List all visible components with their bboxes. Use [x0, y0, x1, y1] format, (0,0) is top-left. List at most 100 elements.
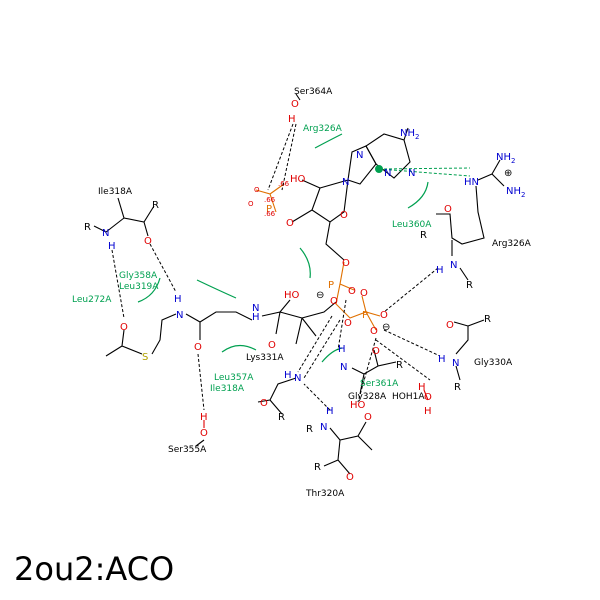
residue-label-ile318-bottom: Ile318A — [210, 384, 245, 394]
ribose-ring — [311, 179, 349, 223]
residue-label-arg326-contact: Arg326A — [303, 124, 343, 134]
residue-label-gly358: Gly358A — [119, 271, 158, 281]
svg-text:O: O — [348, 286, 356, 297]
svg-text:O: O — [446, 320, 454, 331]
negative-charge-icon: ⊖ — [316, 290, 324, 301]
contact-arc-leu319 — [196, 279, 237, 299]
svg-text:HO: HO — [350, 400, 366, 411]
svg-text:O: O — [120, 322, 128, 333]
hydrophobic-contact-arcs — [137, 133, 429, 363]
residue-label-arg326: Arg326A — [492, 239, 532, 249]
svg-text:R: R — [84, 222, 91, 233]
arg326-nh2-top: NH2 — [496, 152, 515, 165]
residue-label-leu360: Leu360A — [392, 220, 432, 230]
svg-text:O: O — [360, 288, 368, 299]
residue-label-leu319: Leu319A — [119, 282, 159, 292]
svg-text:N: N — [320, 422, 327, 433]
contact-arc-lys331 — [221, 344, 257, 353]
svg-text:H: H — [338, 344, 346, 355]
cation-pi-interaction — [378, 168, 471, 177]
lys331-group — [257, 377, 297, 415]
residue-label-gly330: Gly330A — [474, 358, 513, 368]
ser355-group — [195, 420, 205, 447]
ser364-group — [267, 93, 301, 191]
svg-text:N: N — [452, 358, 459, 369]
svg-text:O: O — [370, 326, 378, 337]
svg-text:H: H — [326, 406, 334, 417]
svg-text:N: N — [102, 228, 109, 239]
residue-label-leu357: Leu357A — [214, 373, 254, 383]
svg-text:O: O — [346, 472, 354, 483]
water-hoh1 — [423, 389, 429, 401]
svg-text:N: N — [450, 260, 457, 271]
svg-text:O: O — [424, 392, 432, 403]
svg-text:N: N — [340, 362, 347, 373]
svg-text:O: O — [330, 296, 338, 307]
negative-charge-icon: ⊖ — [382, 322, 390, 333]
svg-text:R: R — [278, 412, 285, 423]
page-title: 2ou2:ACO — [14, 550, 175, 588]
svg-text:H: H — [200, 412, 208, 423]
ser361-gly328-group — [351, 349, 397, 395]
residue-label-leu272: Leu272A — [72, 295, 112, 305]
ile318-top-group — [93, 197, 177, 319]
adenine-amino-label: NH2 — [400, 128, 419, 141]
svg-text:H: H — [284, 370, 292, 381]
ribose-3-oxygen: O — [286, 218, 294, 229]
adenine-n7: N — [356, 150, 363, 161]
svg-text:N: N — [294, 373, 301, 384]
svg-text:R: R — [466, 280, 473, 291]
svg-text:R: R — [396, 360, 403, 371]
svg-text:O: O — [291, 99, 299, 110]
svg-text:R: R — [454, 382, 461, 393]
residue-label-ile318-top: Ile318A — [98, 187, 133, 197]
svg-text:P: P — [362, 310, 368, 321]
gly330-group — [453, 319, 485, 381]
svg-text:R: R — [484, 314, 491, 325]
svg-text:O: O — [372, 346, 380, 357]
svg-text:P: P — [328, 280, 334, 291]
svg-text:O: O — [248, 200, 254, 208]
contact-arc-arg326 — [314, 133, 343, 149]
positive-charge-icon: ⊕ — [504, 168, 512, 179]
arg326-nh2-bottom: NH2 — [506, 186, 525, 199]
residue-label-lys331: Lys331A — [246, 353, 284, 363]
pyrophosphate-group — [297, 261, 441, 403]
svg-text:H: H — [252, 312, 260, 323]
residue-label-hoh1: HOH1A — [392, 392, 425, 402]
svg-text:O: O — [260, 398, 268, 409]
svg-text:H: H — [288, 114, 296, 125]
adenine-n1: N — [408, 168, 415, 179]
svg-text:.66: .66 — [264, 196, 276, 204]
partial-charge-label: .66 — [278, 180, 290, 188]
svg-text:R: R — [306, 424, 313, 435]
svg-text:H: H — [424, 406, 432, 417]
contact-arc-leu360 — [407, 181, 429, 209]
svg-text:.66: .66 — [264, 210, 276, 218]
residue-label-ser361: Ser361A — [360, 379, 399, 389]
phosphate-3-p: P — [266, 204, 272, 215]
adenosine-group — [255, 127, 471, 261]
ribose-hydroxyl: HO — [290, 174, 306, 185]
svg-text:H: H — [108, 241, 116, 252]
svg-text:H: H — [436, 265, 444, 276]
thioester-sulfur: S — [142, 352, 148, 363]
svg-text:R: R — [420, 230, 427, 241]
thr320-group — [303, 383, 373, 475]
residue-label-thr320: Thr320A — [305, 489, 345, 499]
svg-text:O: O — [380, 310, 388, 321]
svg-text:R: R — [152, 200, 159, 211]
adenine-n9: N — [342, 177, 349, 188]
svg-text:O: O — [344, 318, 352, 329]
arg326-group — [383, 159, 505, 313]
svg-text:O: O — [268, 340, 276, 351]
pantetheine-chain — [105, 299, 337, 411]
arg326-ne: HN — [464, 177, 479, 188]
svg-text:O: O — [254, 186, 260, 194]
svg-text:R: R — [314, 462, 321, 473]
residue-label-gly328: Gly328A — [348, 392, 387, 402]
contact-arc-ribose — [299, 247, 311, 279]
svg-text:O: O — [342, 258, 350, 269]
svg-text:O: O — [200, 428, 208, 439]
residue-label-ser364: Ser364A — [294, 87, 333, 97]
